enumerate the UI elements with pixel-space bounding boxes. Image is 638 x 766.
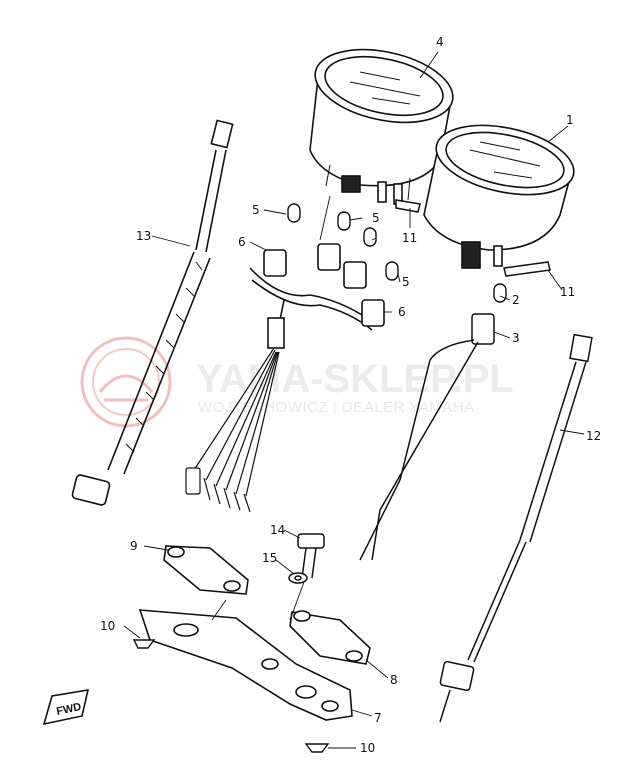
callout-7: 7 (374, 711, 382, 725)
callout-1: 1 (566, 113, 574, 127)
callout-15: 15 (262, 551, 277, 565)
callout-11-lower: 11 (560, 285, 575, 299)
wire-leads (193, 347, 280, 497)
part-8-bracket (289, 610, 371, 665)
callout-5-right: 5 (402, 275, 410, 289)
callout-5-left: 5 (252, 203, 260, 217)
callout-10-left: 10 (100, 619, 115, 633)
part-10-clip-left (132, 639, 156, 649)
callout-5-middle: 5 (372, 211, 380, 225)
watermark-brand: YAMA-SKLEP.PL (196, 357, 514, 401)
callout-3: 3 (512, 331, 520, 345)
callout-6-right: 6 (398, 305, 406, 319)
part-1-tachometer (423, 124, 575, 269)
callout-10-bottom: 10 (360, 741, 375, 755)
wire-terminals (185, 467, 251, 513)
part-15-washer (288, 572, 308, 584)
part-11-bracket-upper (395, 199, 421, 213)
callout-8: 8 (390, 673, 398, 687)
watermark: YAMA-SKLEP.PL WOJTECHOWICZ | DEALER YAMA… (80, 336, 514, 428)
part-12-tacho-cable (439, 333, 593, 723)
part-14-bolt (297, 533, 325, 579)
part-3-socket-lead (359, 313, 495, 561)
callout-9: 9 (130, 539, 138, 553)
part-13-meter-cable (71, 119, 234, 506)
callout-12: 12 (586, 429, 601, 443)
callout-2: 2 (512, 293, 520, 307)
part-7-mounting-plate (138, 609, 353, 721)
callout-14: 14 (270, 523, 285, 537)
callout-numbers: 4 1 2 3 5 5 5 6 6 11 11 12 13 9 14 15 10… (100, 35, 601, 755)
callout-11-upper: 11 (402, 231, 417, 245)
part-6-socket-harness (249, 243, 385, 349)
part-10-clip-bottom (304, 743, 330, 753)
callout-4: 4 (436, 35, 444, 49)
leader-lines (123, 51, 585, 749)
fwd-direction-tag: FWD (42, 689, 90, 726)
part-11-bracket-lower (503, 261, 551, 277)
fwd-label: FWD (55, 701, 82, 718)
part-4-speedometer (309, 48, 454, 205)
callout-6-left: 6 (238, 235, 246, 249)
watermark-logo-icon (80, 336, 172, 428)
callout-13: 13 (136, 229, 151, 243)
part-9-bracket (163, 545, 249, 595)
